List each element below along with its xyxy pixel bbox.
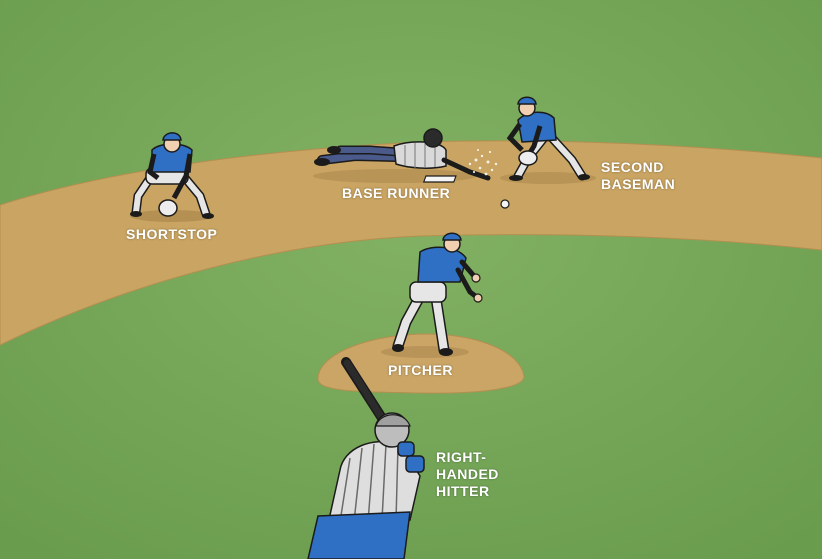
second-baseman-label-line-2: BASEMAN [601,176,676,192]
label-second-baseman: SECOND BASEMAN [601,159,675,193]
hitter-label-line-2: HANDED [436,466,499,482]
pitchers-mound [317,333,525,394]
infield-dirt [0,140,822,346]
pitcher-label-text: PITCHER [388,362,453,378]
label-base-runner: BASE RUNNER [342,185,450,202]
label-hitter: RIGHT- HANDED HITTER [436,449,499,500]
shortstop-label-text: SHORTSTOP [126,226,218,242]
hitter-label-line-1: RIGHT- [436,449,487,465]
hitter-label-line-3: HITTER [436,483,490,499]
shortstop-figure [130,132,214,222]
base-runner-label-text: BASE RUNNER [342,185,451,201]
hitter-figure [307,357,425,559]
baseball [500,199,510,209]
second-baseman-figure [500,96,596,184]
pitcher-figure [381,232,483,358]
label-pitcher: PITCHER [388,362,453,379]
second-baseman-label-line-1: SECOND [601,159,664,175]
base-runner-figure [313,128,498,183]
label-shortstop: SHORTSTOP [126,226,217,243]
